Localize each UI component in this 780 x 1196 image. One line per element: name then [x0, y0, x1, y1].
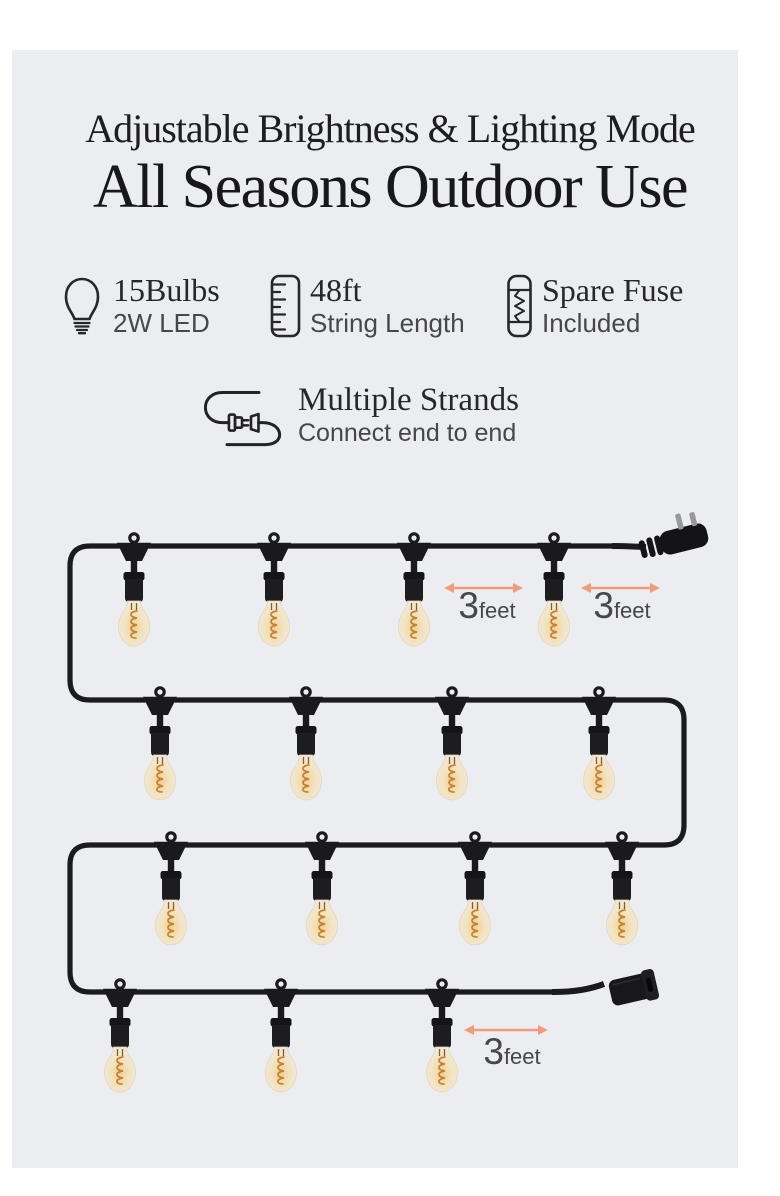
fuse-icon [506, 274, 533, 338]
connector-cord [551, 981, 606, 995]
string-bulb [141, 686, 179, 802]
feature-spare-fuse: Spare Fuse Included [506, 274, 683, 338]
end-connector-icon [608, 969, 660, 1006]
distance-label: 3feet [458, 585, 515, 626]
feature-bulbs-subtitle: 2W LED [113, 308, 210, 338]
power-plug-icon [638, 512, 709, 558]
string-bulb [535, 532, 573, 648]
string-bulb [115, 532, 153, 648]
feature-length-title: 48ft [310, 272, 362, 309]
string-bulb [101, 978, 139, 1094]
string-bulb [255, 532, 293, 648]
string-wire [67, 543, 687, 995]
string-bulb [603, 831, 641, 947]
multiple-strands-icon [200, 385, 286, 447]
string-bulb [303, 831, 341, 947]
distance-arrow [581, 583, 660, 593]
feature-fuse-subtitle: Included [542, 308, 641, 339]
feature-bulbs-title: 15Bulbs [113, 272, 220, 308]
feature-bulb-count: 15Bulbs 2W LED [60, 274, 220, 338]
feature-strands-title: Multiple Strands [298, 382, 519, 418]
page-subtitle: Adjustable Brightness & Lighting Mode [85, 106, 696, 151]
feature-length-subtitle: String Length [310, 308, 465, 339]
string-bulb [580, 686, 618, 802]
string-bulb [287, 686, 325, 802]
distance-label: 3feet [593, 585, 650, 626]
ruler-icon [270, 274, 301, 338]
string-bulb [423, 978, 461, 1094]
string-bulb [456, 831, 494, 947]
feature-strands-subtitle: Connect end to end [298, 419, 517, 447]
distance-arrows [444, 583, 660, 1035]
distance-arrow [464, 1025, 548, 1035]
feature-string-length: 48ft String Length [270, 274, 465, 338]
feature-fuse-title: Spare Fuse [542, 272, 684, 309]
page-title: All Seasons Outdoor Use [92, 153, 689, 221]
bulb-icon [60, 276, 104, 336]
string-bulb [395, 532, 433, 648]
string-bulb [433, 686, 471, 802]
string-bulb [262, 978, 300, 1094]
string-bulb [152, 831, 190, 947]
header: Adjustable Brightness & Lighting Mode Al… [0, 106, 780, 221]
feature-multiple-strands: Multiple Strands Connect end to end [200, 384, 519, 448]
distance-label: 3feet [483, 1031, 540, 1072]
distance-arrow [444, 583, 523, 593]
